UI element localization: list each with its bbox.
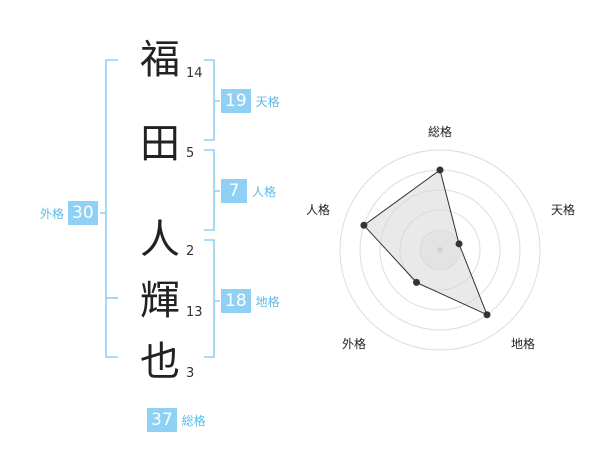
soukaku-label: 総格 [181,413,206,428]
radar-ring-5 [339,149,541,351]
chikaku-label: 地格 [255,294,280,309]
jinkaku-label: 人格 [252,184,277,199]
soukaku-badge: 37 総格 [147,408,206,432]
tenkaku-badge: 19 天格 [221,89,280,113]
name-char-4: 輝 [140,278,180,324]
chikaku-bracket [204,239,215,358]
chikaku-value: 18 [221,289,251,313]
stroke-count-2: 5 [186,146,195,161]
radar-point-3 [483,311,491,319]
tenkaku-value: 19 [221,89,251,113]
name-char-2: 田 [140,121,180,167]
radar-point-1 [436,166,444,174]
soukaku-value: 37 [147,408,177,432]
jinkaku-value: 7 [221,179,247,203]
stroke-count-1: 14 [186,66,203,81]
gaikaku-value: 30 [68,201,98,225]
radar-axis-label-chikaku: 地格 [511,337,536,351]
name-char-3: 人 [140,217,180,263]
tenkaku-label: 天格 [255,94,280,109]
radar-point-5 [360,221,368,229]
radar-axis-label-jinkaku: 人格 [306,203,331,217]
radar-axis-label-gaikaku: 外格 [342,337,367,351]
radar-axis-label-soukaku: 総格 [428,125,453,139]
stroke-count-4: 13 [186,305,203,320]
gaikaku-bracket [105,59,118,358]
gaikaku-label: 外格 [40,206,65,221]
radar-axis-label-tenkaku: 天格 [551,203,576,217]
tenkaku-bracket [204,59,215,141]
jinkaku-bracket [204,149,215,231]
jinkaku-badge: 7 人格 [221,179,276,203]
stroke-count-3: 2 [186,244,195,259]
radar-point-2 [455,240,463,248]
chikaku-badge: 18 地格 [221,289,280,313]
gaikaku-badge: 外格 30 [40,201,98,225]
stroke-count-5: 3 [186,366,195,381]
name-char-5: 也 [140,339,180,385]
name-char-1: 福 [140,37,180,83]
radar-point-4 [412,278,420,286]
radar-polygon [363,169,488,316]
